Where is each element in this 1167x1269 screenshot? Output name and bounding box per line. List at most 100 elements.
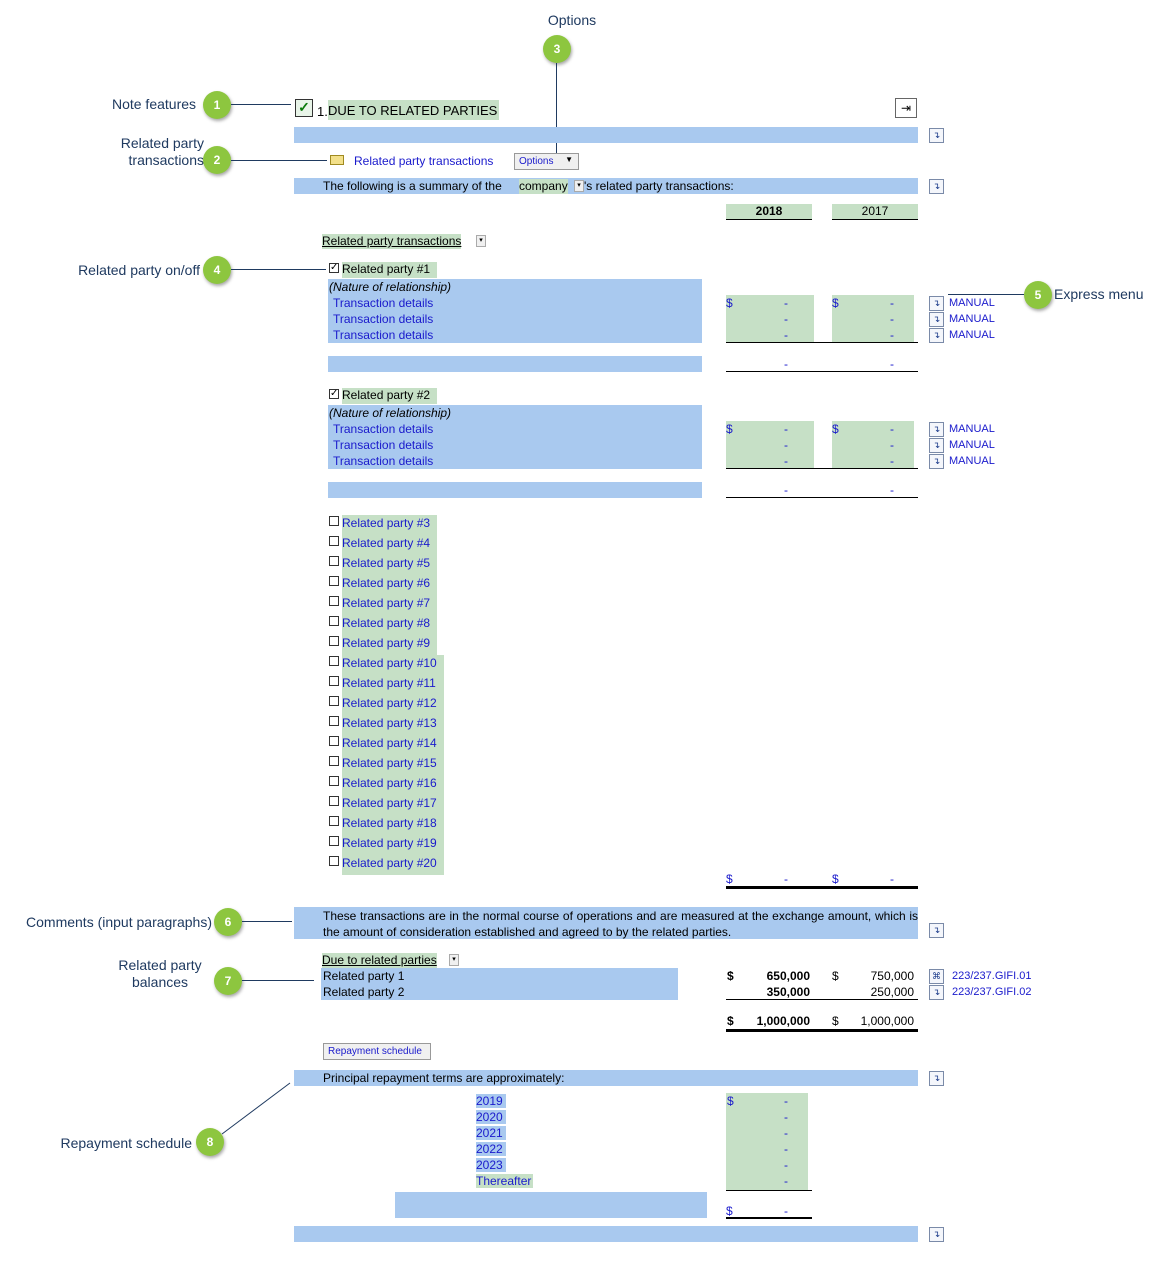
- party-10-checkbox[interactable]: [329, 656, 339, 666]
- party-13-checkbox[interactable]: [329, 716, 339, 726]
- party-17-checkbox[interactable]: [329, 796, 339, 806]
- party-1-2017-cells[interactable]: [832, 295, 914, 343]
- party-11-checkbox[interactable]: [329, 676, 339, 686]
- repayment-heading-bar[interactable]: [294, 1070, 918, 1086]
- party-19-name[interactable]: Related party #19: [342, 835, 444, 855]
- party-2-2017-cells[interactable]: [832, 421, 914, 469]
- repayment-year-3[interactable]: 2022: [476, 1142, 506, 1156]
- party-2-row-1-2018[interactable]: -: [784, 422, 788, 436]
- repayment-value-4[interactable]: -: [784, 1158, 788, 1172]
- party-2-row-2-2017[interactable]: -: [890, 438, 894, 452]
- party-2-row-1-2017[interactable]: -: [890, 422, 894, 436]
- section-related-party-transactions[interactable]: Related party transactions: [354, 154, 494, 168]
- express-menu-manual[interactable]: MANUAL: [949, 297, 995, 309]
- party-20-checkbox[interactable]: [329, 856, 339, 866]
- express-menu-manual[interactable]: MANUAL: [949, 313, 995, 325]
- row-menu-icon[interactable]: ↴: [929, 985, 944, 1000]
- party-17-name[interactable]: Related party #17: [342, 795, 444, 815]
- party-2-block[interactable]: [328, 405, 702, 469]
- express-menu-manual[interactable]: MANUAL: [949, 455, 995, 467]
- party-19-checkbox[interactable]: [329, 836, 339, 846]
- repayment-year-0[interactable]: 2019: [476, 1094, 506, 1108]
- repayment-values-column[interactable]: [726, 1093, 808, 1190]
- express-menu-manual[interactable]: MANUAL: [949, 329, 995, 341]
- party-2-row-3-2018[interactable]: -: [784, 454, 788, 468]
- party-2-row-3-2017[interactable]: -: [890, 454, 894, 468]
- party-16-name[interactable]: Related party #16: [342, 775, 444, 795]
- transactions-dropdown-icon[interactable]: ▾: [476, 235, 486, 247]
- party-2-subtotal-bar[interactable]: [328, 482, 702, 498]
- repayment-value-1[interactable]: -: [784, 1110, 788, 1124]
- balance-row-1-link[interactable]: 223/237.GIFI.01: [952, 970, 1032, 982]
- party-2-row-2-label[interactable]: Transaction details: [333, 438, 434, 452]
- company-dropdown-icon[interactable]: ▾: [574, 180, 584, 192]
- party-12-name[interactable]: Related party #12: [342, 695, 444, 715]
- party-1-row-2-2018[interactable]: -: [784, 312, 788, 326]
- header-bar[interactable]: [294, 127, 918, 143]
- comment-paragraph[interactable]: These transactions are in the normal cou…: [323, 909, 918, 939]
- footer-bar[interactable]: [294, 1226, 918, 1242]
- row-menu-icon[interactable]: ↴: [929, 923, 944, 938]
- party-8-checkbox[interactable]: [329, 616, 339, 626]
- transactions-dropdown[interactable]: Related party transactions: [322, 234, 462, 249]
- balances-block[interactable]: [321, 968, 678, 1000]
- party-2-checkbox[interactable]: ✓: [329, 388, 339, 399]
- note-feature-checkbox[interactable]: ✓: [295, 99, 313, 117]
- row-menu-icon[interactable]: ↴: [929, 1227, 944, 1242]
- party-3-name[interactable]: Related party #3: [342, 515, 437, 535]
- party-9-checkbox[interactable]: [329, 636, 339, 646]
- party-1-row-2-2017[interactable]: -: [890, 312, 894, 326]
- note-title[interactable]: DUE TO RELATED PARTIES: [328, 100, 500, 120]
- row-menu-icon[interactable]: ↴: [929, 328, 944, 343]
- balance-row-2-link[interactable]: 223/237.GIFI.02: [952, 986, 1032, 998]
- row-menu-icon[interactable]: ↴: [929, 312, 944, 327]
- repayment-value-0[interactable]: -: [784, 1094, 788, 1108]
- party-18-checkbox[interactable]: [329, 816, 339, 826]
- party-10-name[interactable]: Related party #10: [342, 655, 444, 675]
- party-2-row-3-label[interactable]: Transaction details: [333, 454, 434, 468]
- party-15-checkbox[interactable]: [329, 756, 339, 766]
- party-1-row-1-2018[interactable]: -: [784, 296, 788, 310]
- party-1-checkbox[interactable]: ✓: [329, 262, 339, 273]
- party-2-row-1-label[interactable]: Transaction details: [333, 422, 434, 436]
- party-2-2018-cells[interactable]: [726, 421, 814, 469]
- party-14-checkbox[interactable]: [329, 736, 339, 746]
- repayment-total-bar[interactable]: [395, 1192, 707, 1218]
- company-selector[interactable]: company: [519, 179, 568, 194]
- party-3-checkbox[interactable]: [329, 516, 339, 526]
- express-menu-manual[interactable]: MANUAL: [949, 439, 995, 451]
- repayment-year-4[interactable]: 2023: [476, 1158, 506, 1172]
- balances-dropdown[interactable]: Due to related parties: [322, 953, 437, 968]
- link-icon[interactable]: ⌘: [929, 969, 944, 984]
- party-7-checkbox[interactable]: [329, 596, 339, 606]
- party-1-row-3-2017[interactable]: -: [890, 328, 894, 342]
- repayment-year-2[interactable]: 2021: [476, 1126, 506, 1140]
- party-1-2018-cells[interactable]: [726, 295, 814, 343]
- party-18-name[interactable]: Related party #18: [342, 815, 444, 835]
- row-menu-icon[interactable]: ↴: [929, 438, 944, 453]
- repayment-value-5[interactable]: -: [784, 1174, 788, 1188]
- party-7-name[interactable]: Related party #7: [342, 595, 437, 615]
- party-1-row-1-2017[interactable]: -: [890, 296, 894, 310]
- summary-row[interactable]: [294, 178, 918, 194]
- export-icon[interactable]: ⇥: [895, 98, 917, 118]
- row-menu-icon[interactable]: ↴: [929, 454, 944, 469]
- repayment-value-2[interactable]: -: [784, 1126, 788, 1140]
- repayment-year-5[interactable]: Thereafter: [476, 1174, 534, 1188]
- party-13-name[interactable]: Related party #13: [342, 715, 444, 735]
- party-6-name[interactable]: Related party #6: [342, 575, 437, 595]
- party-9-name[interactable]: Related party #9: [342, 635, 437, 655]
- party-1-row-3-label[interactable]: Transaction details: [333, 328, 434, 342]
- row-menu-icon[interactable]: ↴: [929, 296, 944, 311]
- balance-row-2-label[interactable]: Related party 2: [323, 985, 405, 999]
- party-5-name[interactable]: Related party #5: [342, 555, 437, 575]
- party-2-name[interactable]: Related party #2: [342, 388, 437, 404]
- repayment-schedule-button[interactable]: Repayment schedule: [323, 1043, 431, 1060]
- balance-row-1-label[interactable]: Related party 1: [323, 969, 405, 983]
- row-menu-icon[interactable]: ↴: [929, 179, 944, 194]
- party-5-checkbox[interactable]: [329, 556, 339, 566]
- party-4-checkbox[interactable]: [329, 536, 339, 546]
- express-menu-manual[interactable]: MANUAL: [949, 423, 995, 435]
- party-4-name[interactable]: Related party #4: [342, 535, 437, 555]
- party-8-name[interactable]: Related party #8: [342, 615, 437, 635]
